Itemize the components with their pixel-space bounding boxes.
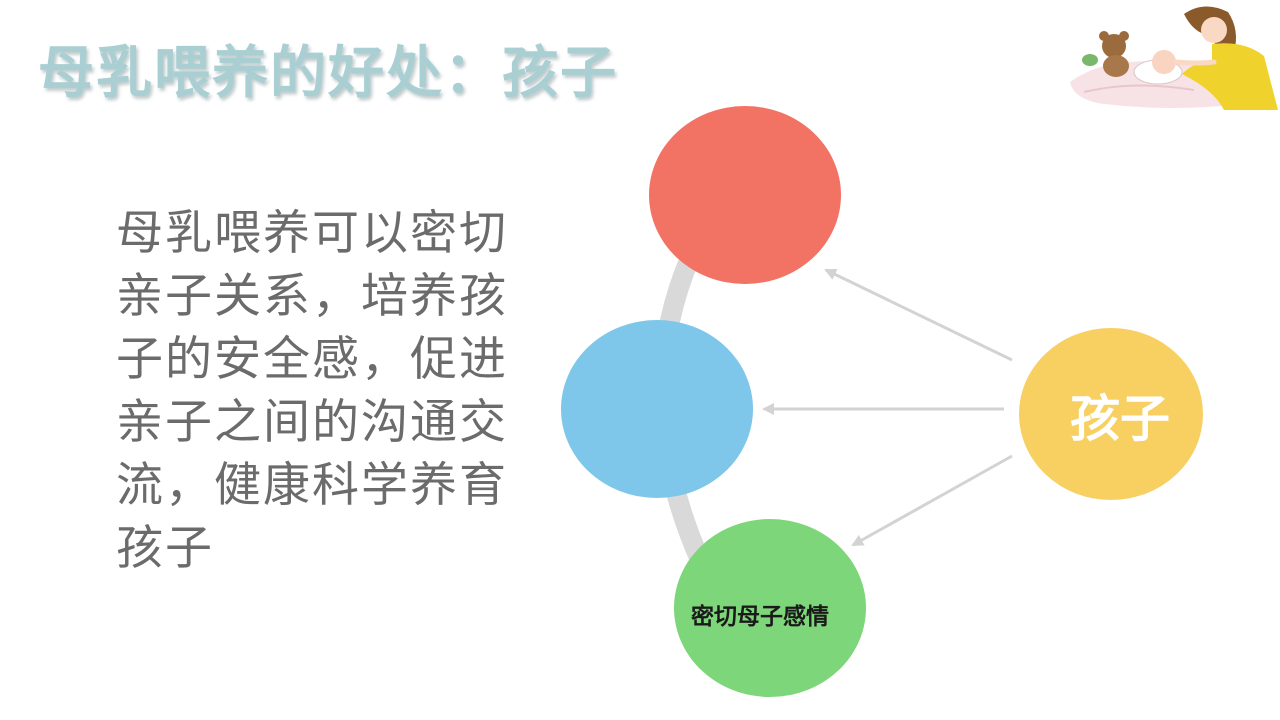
body-paragraph: 母乳喂养可以密切亲子关系，培养孩子的安全感，促进亲子之间的沟通交流，健康科学养育…: [116, 206, 508, 576]
arrow-to-bottom: [851, 454, 1013, 547]
teddy-ear-right: [1119, 31, 1129, 41]
mother-face: [1201, 17, 1227, 43]
bottom-circle: [674, 519, 866, 697]
teddy-head: [1102, 34, 1126, 58]
source-circle: [1019, 328, 1203, 500]
top-circle: [649, 106, 841, 284]
mother-body: [1182, 43, 1278, 111]
source-circle-label: 孩子: [1070, 390, 1170, 448]
teddy-body: [1103, 55, 1129, 77]
mother-arm: [1173, 59, 1217, 66]
baby-head: [1152, 50, 1176, 74]
teddy-ear-left: [1099, 31, 1109, 41]
blanket-fold: [1083, 84, 1195, 93]
page-title: 母乳喂养的好处：孩子: [38, 41, 618, 106]
arrow-to-top: [824, 268, 1013, 362]
mother-baby-illustration-icon: [1070, 6, 1278, 111]
bottom-circle-label: 密切母子感情: [691, 603, 829, 630]
green-toy: [1082, 54, 1098, 66]
middle-circle: [561, 320, 753, 498]
